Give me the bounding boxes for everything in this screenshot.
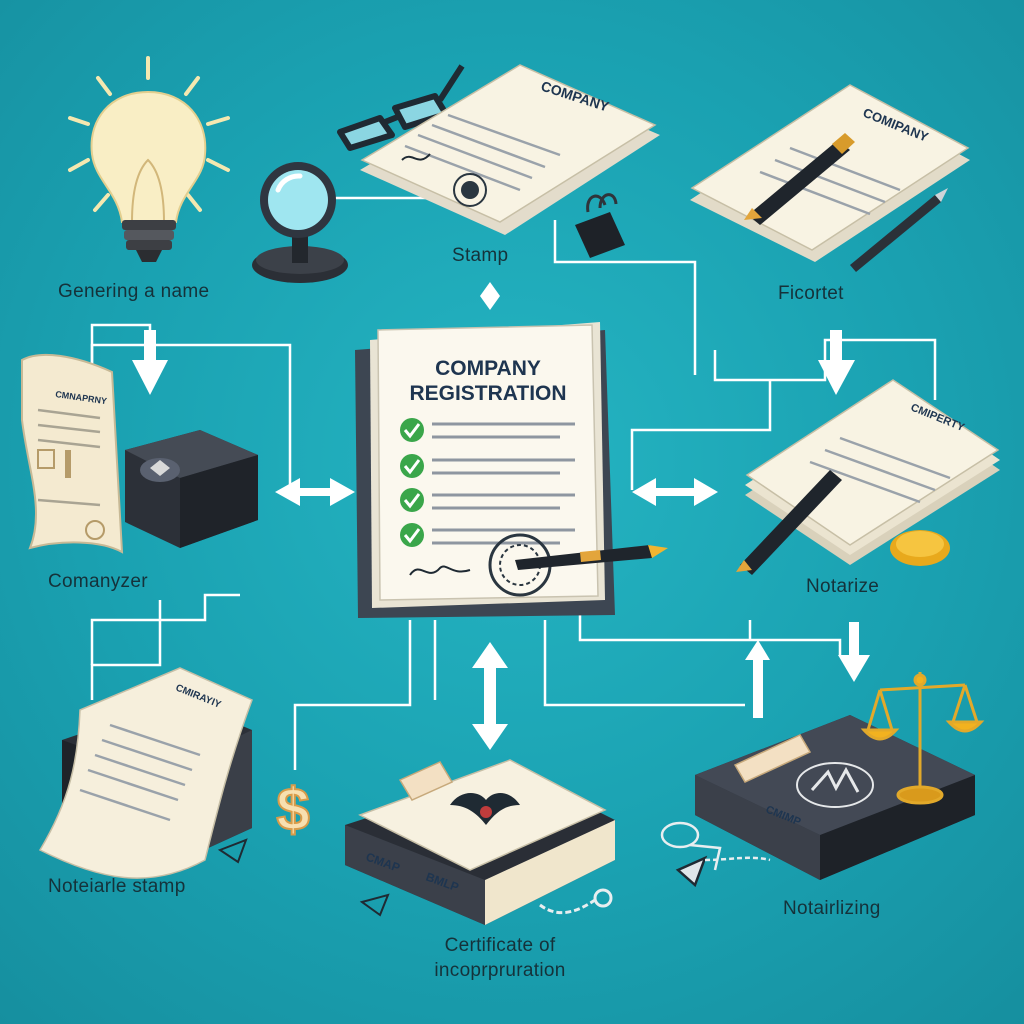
seal-box [125,430,258,548]
noteiarle-stamp-box: CMIRAYIY [38,667,253,879]
checklist [400,418,575,547]
pen-icon [740,470,842,575]
eraser-icon [733,734,812,783]
dollar-icon: $ [276,776,309,843]
ficortet-document: COMIPANY [690,84,970,272]
check-icon [400,454,424,478]
arrow-diamond-stamp [480,282,500,310]
magnifier-icon [252,162,348,283]
arrow-double-left [275,478,355,506]
label-comanyzer: Comanyzer [48,571,148,592]
registration-title-line2: REGISTRATION [409,382,566,405]
arrow-down-left [132,360,168,395]
binder-clip-icon [575,193,625,258]
label-certificate-line2: incoprpruration [434,960,566,981]
label-noteiarle-stamp: Noteiarle stamp [48,876,186,897]
notarize-document-stack: CMIPERTY [736,379,1000,575]
stamp-document: COMPANY [360,64,660,235]
triangle-icon [217,838,248,864]
company-registration-document: COMPANY REGISTRATION [355,322,668,618]
arrow-vertical-center [472,642,508,750]
arrow-up-right [745,640,770,660]
label-ficortet: Ficortet [778,283,844,304]
signature [409,565,471,576]
scales-of-justice-icon [860,672,985,805]
label-notarize: Notarize [806,576,880,597]
label-generating-name: Genering a name [58,281,210,302]
lightbulb-icon [68,56,230,262]
label-certificate-line1: Certificate of [444,935,556,956]
glasses-icon [337,64,465,151]
notary-emblem-icon [810,766,860,793]
label-notairlizing: Notairlizing [783,898,881,919]
pencil-icon [850,195,941,272]
chain-icon [539,898,596,915]
arrow-double-right [632,478,718,506]
comanyzer-document: CMNAPRNY [21,353,124,554]
certificate-book: CMAP BMLP [345,759,615,925]
label-stamp: Stamp [452,245,509,266]
eraser-icon [398,761,454,801]
arrow-down-notarize [838,655,870,682]
key-ring-icon [660,821,771,888]
registration-title-line1: COMPANY [435,357,541,380]
check-icon [400,488,424,512]
flow-arrows [132,282,870,750]
arrow-down-right [818,360,855,395]
triangle-icon [359,893,390,917]
check-icon [400,523,424,547]
pen-icon [748,140,850,225]
check-icon [400,418,424,442]
notary-book: CMIMP [695,715,975,880]
